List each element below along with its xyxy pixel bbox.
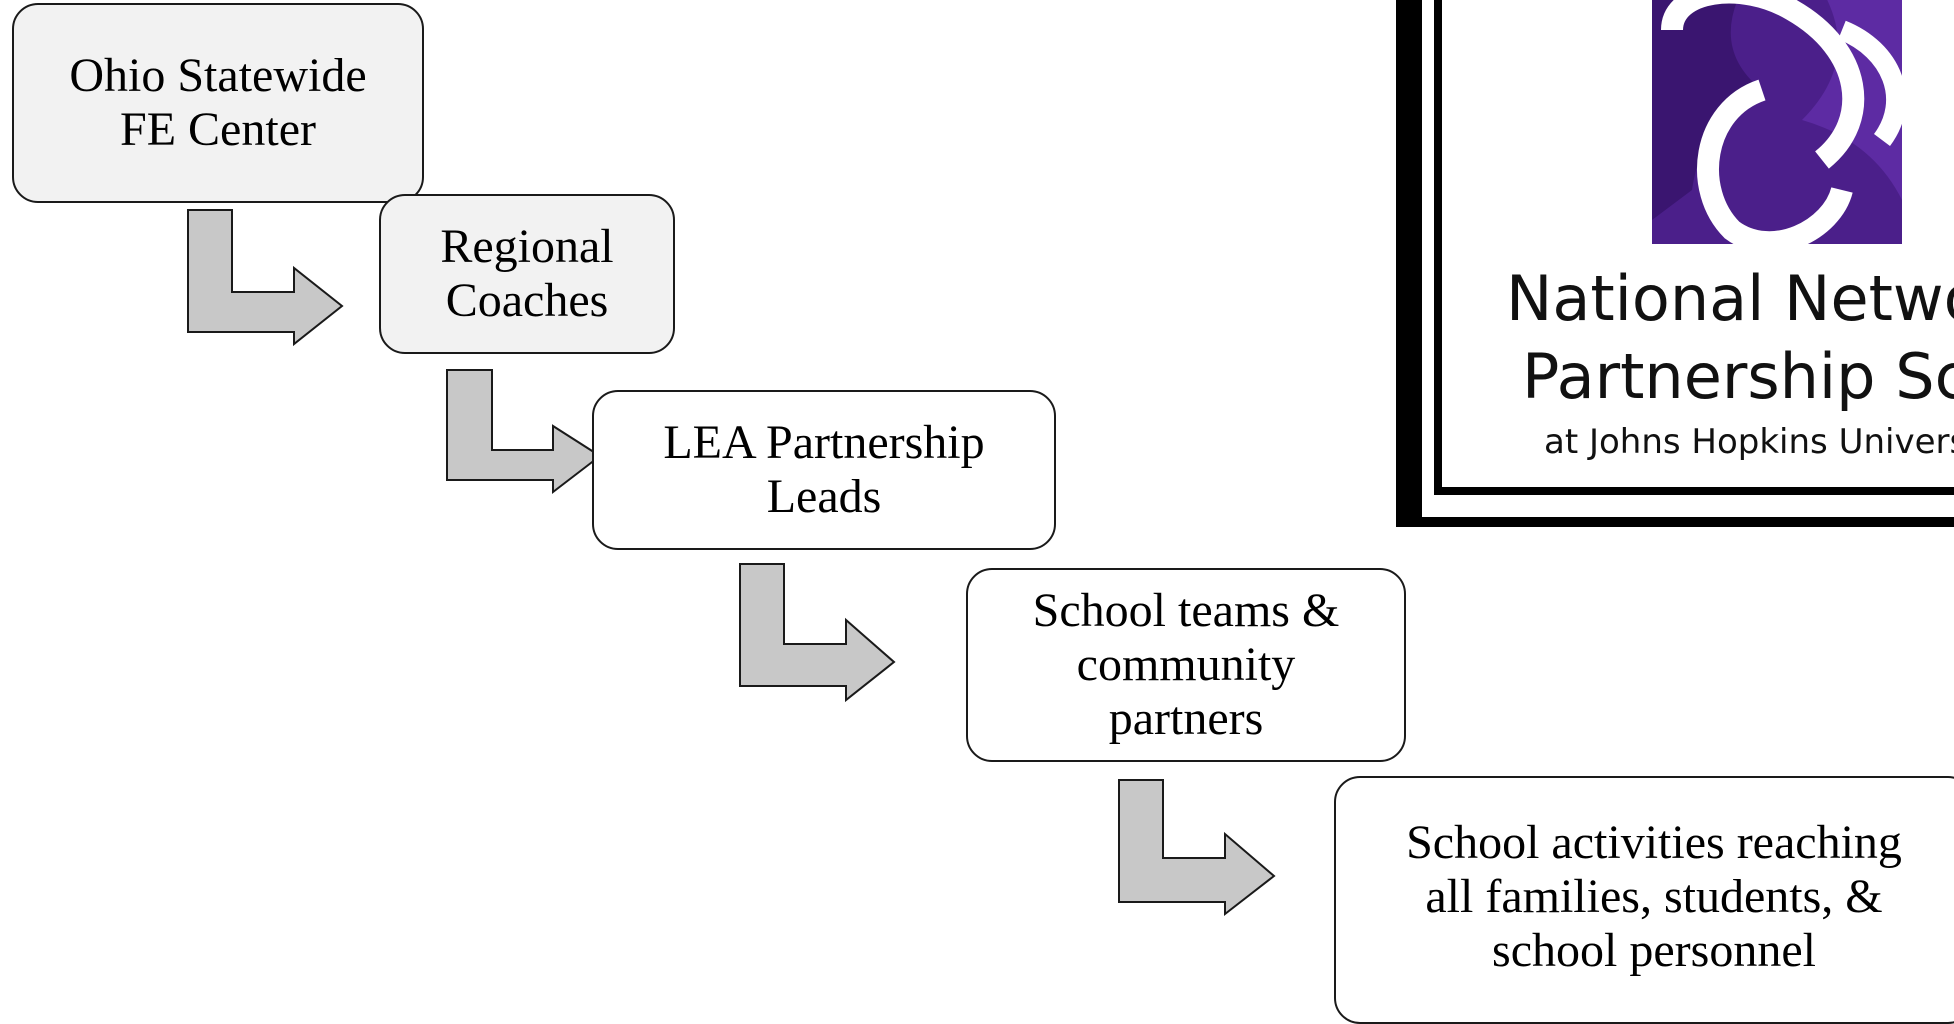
step-box-lea-leads: LEA Partnership Leads [592,390,1056,550]
step-3-line-1: LEA Partnership [663,416,985,470]
logo-emblem-icon [1652,0,1907,254]
step-4-line-2: community [1076,638,1296,692]
connector-arrow-2 [446,369,602,495]
step-5-line-2: all families, students, & [1425,869,1883,923]
step-5-line-1: School activities reaching [1406,816,1902,869]
step-1-line-2: FE Center [120,103,316,156]
step-5-line-3: school personnel [1492,923,1816,977]
step-box-regional-coaches: Regional Coaches [379,194,675,354]
step-box-school-activities: School activities reaching all families,… [1334,776,1954,1024]
nnps-logo: National Network of Partnership Schools … [1396,0,1954,527]
connector-arrow-3 [739,563,896,703]
step-2-line-1: Regional [440,220,614,274]
step-4-line-3: partners [1108,691,1264,745]
logo-title-line-2: Partnership Schools [1522,340,1954,413]
logo-subtitle: at Johns Hopkins University [1544,422,1954,462]
step-4-line-1: School teams & [1032,584,1340,638]
step-1-line-1: Ohio Statewide [69,49,367,103]
logo-title-line-1: National Network of [1506,262,1954,335]
step-2-line-2: Coaches [445,274,609,327]
step-box-statewide-center: Ohio Statewide FE Center [12,3,424,203]
connector-arrow-1 [187,209,344,347]
step-box-school-teams: School teams & community partners [966,568,1406,762]
step-3-line-2: Leads [766,470,882,523]
connector-arrow-4 [1118,779,1276,917]
